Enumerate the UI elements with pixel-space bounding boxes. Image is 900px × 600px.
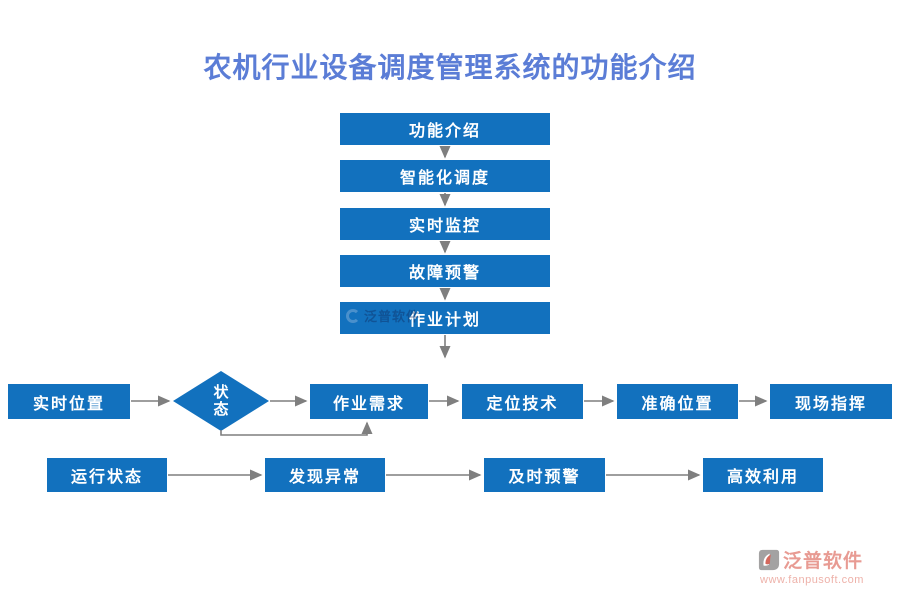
node-accurate-position: 准确位置 — [617, 384, 738, 419]
node-running-status: 运行状态 — [47, 458, 167, 492]
node-status-label: 状态 — [213, 383, 229, 418]
edge-status-loop-to-demand — [220, 421, 373, 436]
node-work-plan: 作业计划 — [340, 302, 550, 334]
node-fault-warning: 故障预警 — [340, 255, 550, 287]
node-function-intro: 功能介绍 — [340, 113, 550, 145]
node-timely-warning: 及时预警 — [484, 458, 605, 492]
node-onsite-command: 现场指挥 — [770, 384, 892, 419]
node-realtime-position: 实时位置 — [8, 384, 130, 419]
node-smart-scheduling: 智能化调度 — [340, 160, 550, 192]
node-positioning-tech: 定位技术 — [462, 384, 583, 419]
node-efficient-use: 高效利用 — [703, 458, 823, 492]
page-title: 农机行业设备调度管理系统的功能介绍 — [203, 53, 697, 84]
node-work-demand: 作业需求 — [310, 384, 428, 419]
brand-watermark-url: www.fanpusoft.com — [760, 574, 864, 586]
node-find-abnormality: 发现异常 — [265, 458, 385, 492]
brand-watermark-text: 泛普软件 — [783, 551, 864, 572]
fanpu-logo-icon — [758, 549, 780, 570]
node-realtime-monitoring: 实时监控 — [340, 208, 550, 240]
brand-watermark: 泛普软件 www.fanpusoft.com — [758, 546, 888, 586]
